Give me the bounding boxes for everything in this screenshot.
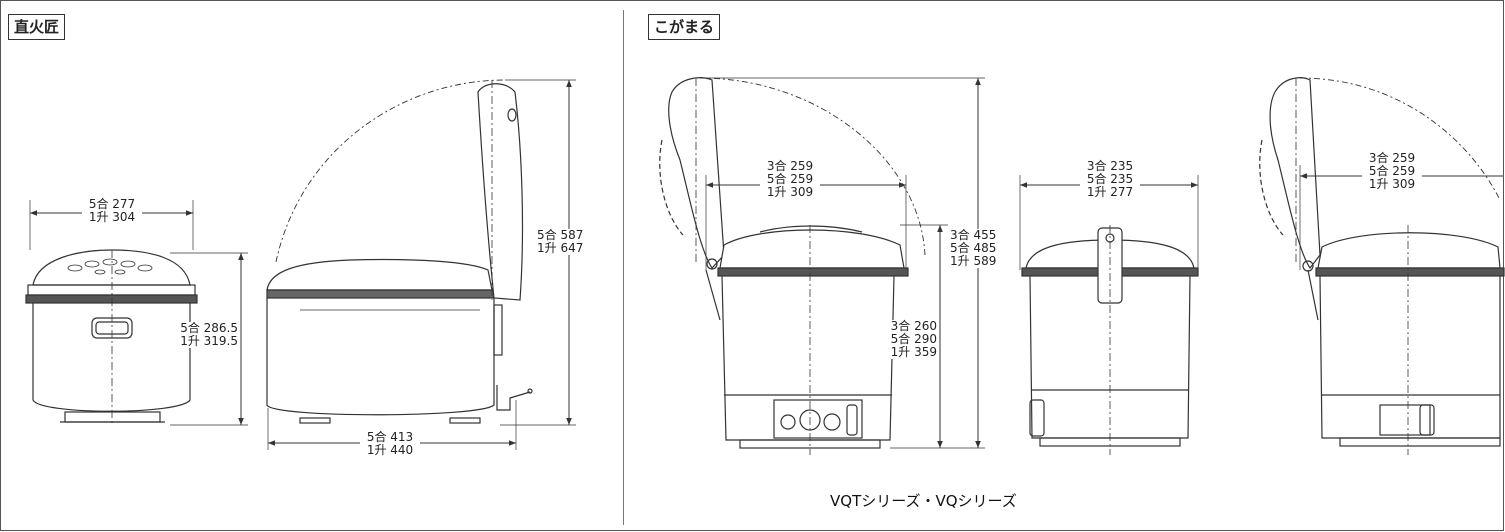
section-divider: [623, 10, 624, 525]
section-label-right: こがまる: [648, 14, 721, 40]
section-label-left: 直火匠: [8, 14, 66, 40]
cooker-open-view-3: [1259, 77, 1505, 447]
cooker-open-view-2: [659, 77, 909, 449]
cooker-side-view-1: [266, 83, 533, 424]
series-caption: VQTシリーズ・VQシリーズ: [830, 492, 1017, 510]
cooker-front-view-1: [25, 249, 198, 423]
